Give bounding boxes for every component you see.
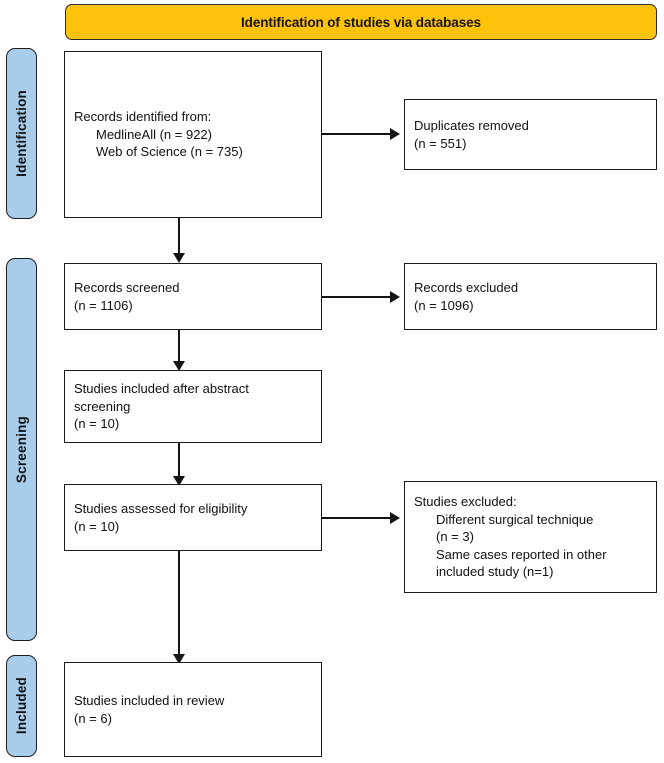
arrowhead-identified-to-duplicates — [390, 128, 400, 140]
records-identified-line-2: MedlineAll (n = 922) — [96, 126, 212, 142]
included-review-line-2: (n = 6) — [74, 710, 112, 726]
studies-excluded-line-2: Different surgical technique — [436, 511, 594, 527]
box-records-excluded: Records excluded (n = 1096) — [404, 263, 657, 330]
records-excluded-line-2: (n = 1096) — [414, 297, 474, 313]
records-identified-line-1: Records identified from: — [74, 109, 212, 125]
included-review-line-1: Studies included in review — [74, 693, 225, 708]
box-studies-excluded: Studies excluded: Different surgical tec… — [404, 481, 657, 593]
records-identified-line-3: Web of Science (n = 735) — [96, 144, 243, 160]
banner-title: Identification of studies via databases — [241, 14, 481, 30]
records-screened-line-2: (n = 1106) — [74, 297, 133, 313]
connector-identified-to-screened — [178, 218, 180, 255]
box-studies-assessed-eligibility: Studies assessed for eligibility (n = 10… — [64, 484, 322, 551]
duplicates-removed-line-1: Duplicates removed — [414, 118, 529, 133]
duplicates-removed-line-2: (n = 551) — [414, 135, 467, 151]
abstract-screening-line-3: (n = 10) — [74, 416, 120, 432]
arrowhead-screened-to-abstract — [173, 361, 185, 371]
connector-screened-to-excluded — [322, 296, 390, 298]
arrowhead-screened-to-excluded — [390, 291, 400, 303]
records-screened-line-1: Records screened — [74, 280, 180, 295]
connector-identified-to-duplicates — [322, 133, 390, 135]
eligibility-line-1: Studies assessed for eligibility — [74, 501, 248, 516]
stage-label-screening: Screening — [6, 258, 37, 641]
arrowhead-eligibility-to-excluded — [390, 512, 400, 524]
box-records-screened: Records screened (n = 1106) — [64, 263, 322, 330]
records-excluded-line-1: Records excluded — [414, 280, 519, 295]
connector-abstract-to-eligibility — [178, 443, 180, 478]
abstract-screening-line-2: screening — [74, 398, 131, 414]
arrowhead-abstract-to-eligibility — [173, 476, 185, 486]
eligibility-line-2: (n = 10) — [74, 518, 120, 534]
abstract-screening-line-1: Studies included after abstract — [74, 381, 249, 397]
box-duplicates-removed: Duplicates removed (n = 551) — [404, 99, 657, 170]
stage-label-included: Included — [6, 655, 37, 757]
studies-excluded-line-4: Same cases reported in other — [436, 546, 607, 562]
stage-included-text: Included — [14, 677, 29, 735]
stage-label-identification: Identification — [6, 48, 37, 219]
studies-excluded-line-1: Studies excluded: — [414, 494, 517, 510]
stage-identification-text: Identification — [14, 90, 29, 177]
studies-excluded-line-3: (n = 3) — [436, 529, 474, 545]
box-studies-after-abstract-screening: Studies included after abstract screenin… — [64, 370, 322, 443]
connector-eligibility-to-excluded — [322, 517, 390, 519]
studies-excluded-line-5: included study (n=1) — [436, 564, 554, 580]
stage-screening-text: Screening — [14, 415, 29, 484]
arrowhead-identified-to-screened — [173, 253, 185, 263]
banner-identification-via-databases: Identification of studies via databases — [65, 4, 657, 40]
arrowhead-eligibility-to-included — [173, 654, 185, 664]
box-records-identified: Records identified from: MedlineAll (n =… — [64, 51, 322, 218]
box-studies-included-review: Studies included in review (n = 6) — [64, 662, 322, 757]
connector-eligibility-to-included — [178, 551, 180, 656]
connector-screened-to-abstract — [178, 330, 180, 363]
